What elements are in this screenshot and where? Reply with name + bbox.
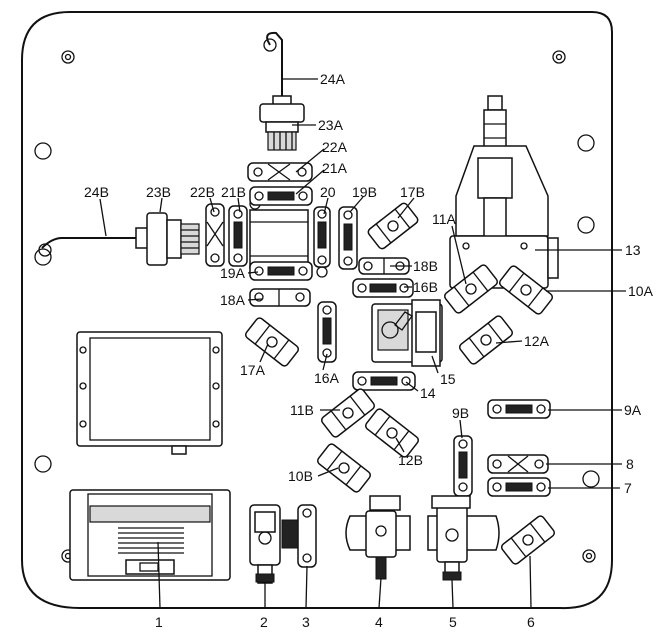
part-11A-valve [443,264,499,314]
part-13-actuator [449,95,559,289]
label-22B: 22B [190,184,215,200]
part-7-plate [487,477,551,497]
label-16A: 16A [314,370,340,386]
part-23B-fitting [135,212,200,266]
part-1-module [69,489,231,581]
label-23B: 23B [146,184,171,200]
label-12B: 12B [398,452,423,468]
part-4-valve-bracket [345,495,411,580]
label-2: 2 [260,614,268,630]
label-17A: 17A [240,362,266,378]
label-5: 5 [449,614,457,630]
label-9A: 9A [624,402,642,418]
label-20: 20 [320,184,336,200]
label-18B: 18B [413,258,438,274]
label-16B: 16B [413,279,438,295]
electronics-box [76,331,223,455]
part-10A-valve [498,265,554,315]
part-9A-plate [487,399,551,419]
leader-lines [99,78,626,609]
part-12B-valve [364,408,420,458]
part-16B-plate [352,278,414,298]
part-5-valve-bracket [427,495,500,581]
label-18A: 18A [220,292,246,308]
label-9B: 9B [452,405,469,421]
label-13: 13 [625,242,641,258]
part-18A-plate [249,288,311,307]
base-plate [21,11,613,610]
label-14: 14 [420,385,436,401]
label-12A: 12A [524,333,550,349]
part-9B-plate [453,435,473,497]
label-19B: 19B [352,184,377,200]
part-20-plate [313,206,331,268]
label-11A: 11A [432,211,457,227]
part-24A-tube [263,31,283,98]
part-15-regulator [371,299,443,367]
part-2-fitting [249,504,281,584]
part-23A-fitting [259,95,305,151]
part-3-plate [281,504,317,568]
part-14-plate [352,371,416,391]
label-15: 15 [440,371,456,387]
label-23A: 23A [318,117,344,133]
part-12A-valve [458,315,514,365]
part-24B-tube [38,237,136,257]
label-11B: 11B [290,402,314,418]
part-labels: 24A 23A 22A 21A 24B 23B 22B 21B 20 19B 1… [84,71,654,630]
part-22B-plate [205,203,225,267]
part-21A-plate [249,186,313,206]
part-17B-valve [367,202,419,250]
label-10A: 10A [628,283,654,299]
label-8: 8 [626,456,634,472]
label-19A: 19A [220,265,246,281]
label-3: 3 [302,614,310,630]
part-16A-plate [317,301,337,363]
part-6-valve [500,515,556,565]
label-10B: 10B [288,468,313,484]
part-19A-plate [249,261,313,281]
label-22A: 22A [322,139,348,155]
label-21A: 21A [322,160,348,176]
label-4: 4 [375,614,383,630]
label-21B: 21B [221,184,246,200]
part-22A-plate [247,162,313,182]
label-24B: 24B [84,184,109,200]
label-1: 1 [155,614,163,630]
part-8-plate [487,454,549,474]
part-10B-valve [316,443,372,493]
center-manifold [249,209,309,269]
label-24A: 24A [320,71,346,87]
part-11B-valve [320,388,376,438]
label-6: 6 [527,614,535,630]
label-7: 7 [624,480,632,496]
part-17A-valve [244,317,300,367]
part-19B-plate [338,206,358,270]
label-17B: 17B [400,184,425,200]
part-21B-plate [228,205,248,267]
